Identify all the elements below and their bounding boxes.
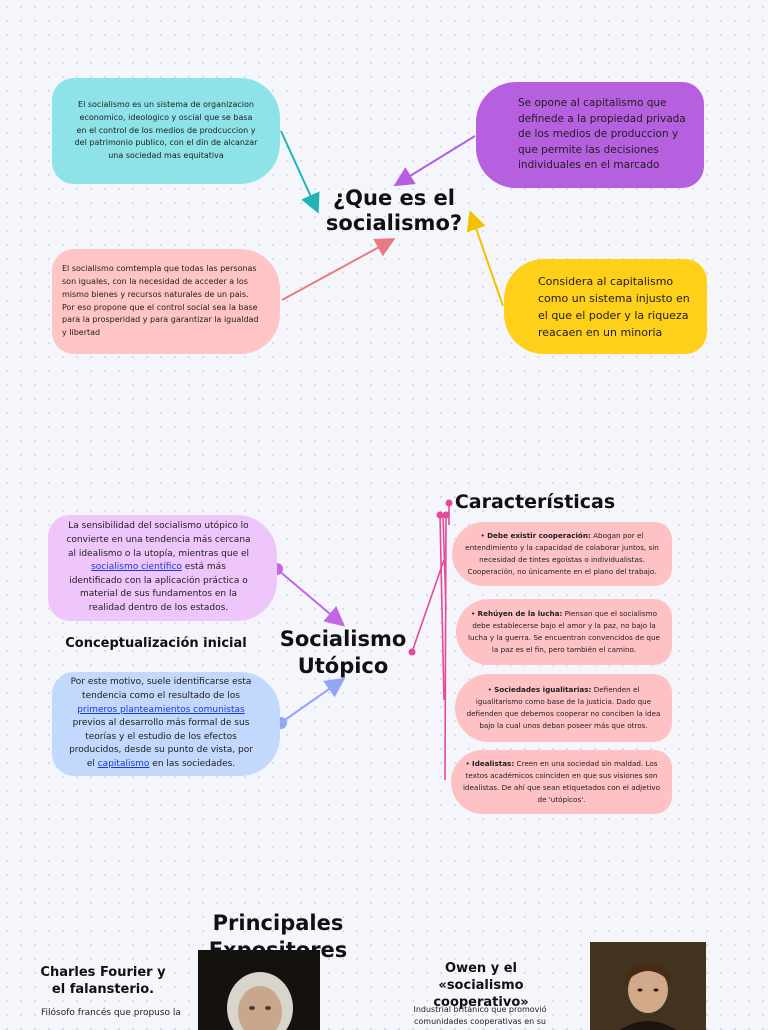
characteristics-connectors: [411, 503, 450, 781]
characteristic-label: Idealistas:: [472, 759, 515, 769]
fourier-portrait-image: [198, 950, 320, 1030]
characteristic-card: • Rehúyen de la lucha: Piensan que el so…: [456, 599, 672, 665]
blue-node: Por este motivo, suele identificarse est…: [52, 672, 280, 776]
link-capitalismo[interactable]: capitalismo: [97, 758, 150, 769]
pink-node: El socialismo comtempla que todas las pe…: [52, 249, 280, 354]
arrow-lavender: [277, 569, 346, 627]
title-que-es-socialismo: ¿Que es el socialismo?: [325, 186, 463, 236]
owen-portrait: [590, 942, 706, 1030]
connector-dot-top1: [436, 511, 444, 519]
characteristics-title: Características: [454, 491, 616, 513]
connector-dot-title: [445, 499, 453, 507]
yellow-node: Considera al capitalismo como un sistema…: [504, 259, 707, 354]
characteristic-card: • Debe existir cooperación: Abogan por e…: [452, 522, 672, 586]
connector-dot-top2: [442, 511, 450, 519]
concept-label: Conceptualización inicial: [65, 636, 247, 651]
link-socialismo-cientifico[interactable]: socialismo científico: [91, 562, 182, 573]
fourier-title: Charles Fourier y el falansterio.: [40, 965, 166, 997]
fourier-text: Filósofo francés que propuso la: [41, 1008, 181, 1018]
lavender-node: La sensibilidad del socialismo utópico l…: [48, 515, 277, 621]
characteristic-text: Defienden el igualitarismo como base de …: [466, 685, 661, 730]
arrow-blue: [281, 677, 346, 723]
teal-node: El socialismo es un sistema de organizac…: [52, 78, 280, 184]
characteristic-card: • Idealistas: Creen en una sociedad sin …: [451, 750, 672, 814]
characteristic-label: Sociedades igualitarias:: [494, 685, 592, 695]
link-primeros-planteamientos[interactable]: primeros planteamientos comunistas: [77, 704, 245, 715]
connector-dot-main: [408, 648, 416, 656]
title-socialismo-utopico: Socialismo Utópico: [279, 627, 407, 678]
arrow-purple: [393, 135, 476, 187]
arrow-pink: [281, 238, 396, 301]
purple-node: Se opone al capitalismo que definede a l…: [476, 82, 704, 188]
characteristic-label: Rehúyen de la lucha:: [477, 609, 563, 619]
fourier-portrait: [198, 950, 320, 1030]
arrow-yellow: [466, 210, 504, 307]
arrow-teal: [280, 130, 320, 214]
characteristic-text: Abogan por el entendimiento y la capacid…: [465, 531, 659, 576]
characteristic-text: Piensan que el socialismo debe establece…: [468, 609, 660, 654]
owen-portrait-image: [590, 942, 706, 1030]
characteristic-label: Debe existir cooperación:: [487, 531, 591, 541]
characteristic-card: • Sociedades igualitarias: Defienden el …: [455, 674, 672, 742]
owen-text: Industrial británico que promovió comuni…: [413, 1005, 547, 1026]
characteristic-text: Creen en una sociedad sin maldad. Los te…: [462, 759, 661, 804]
owen-title: Owen y el «socialismo cooperativo»: [433, 961, 529, 1010]
